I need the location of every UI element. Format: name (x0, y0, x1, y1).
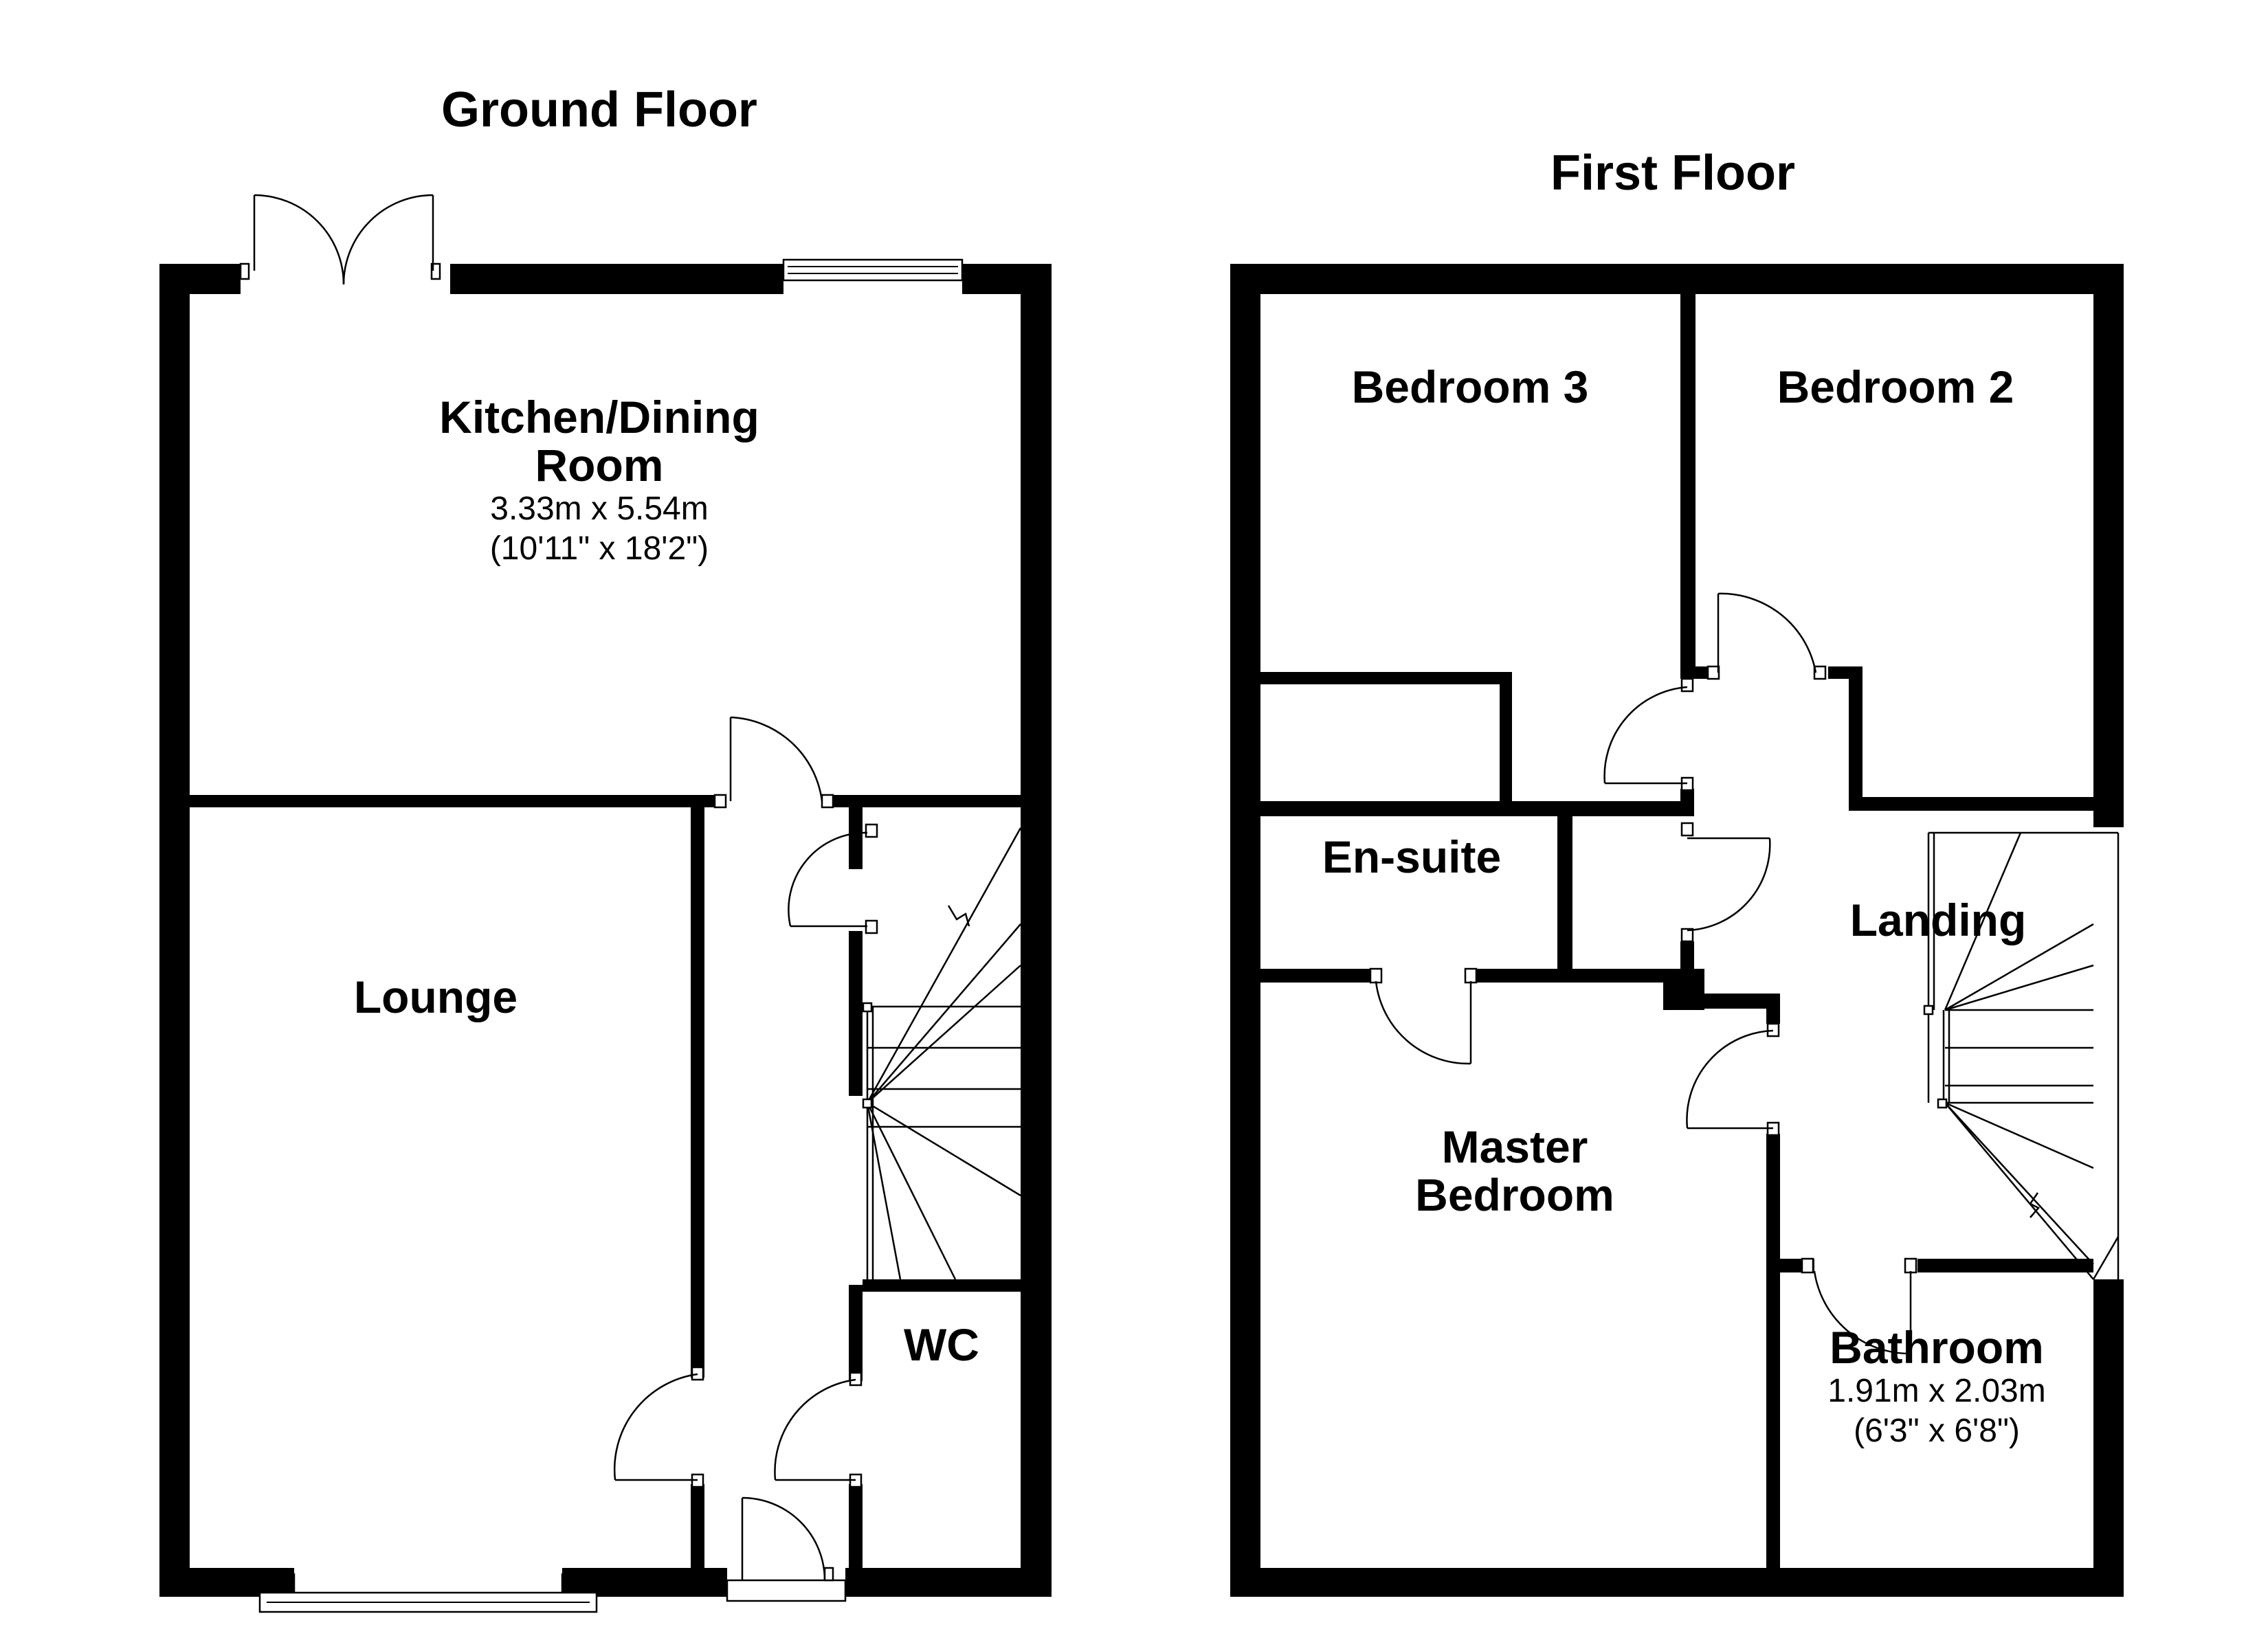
front-door (726, 1496, 847, 1602)
ground-floor-walls (159, 264, 1052, 1597)
door-landing-cupboard (1680, 822, 1771, 943)
french-doors (239, 194, 441, 285)
door-lounge (613, 1366, 704, 1488)
wc-label: WC (904, 1319, 979, 1370)
ground-floor-title: Ground Floor (441, 82, 757, 137)
door-understairs (788, 823, 878, 934)
first-floor-stairs (1923, 831, 2120, 1280)
svg-text:(6'3" x 6'8"): (6'3" x 6'8") (1854, 1413, 2020, 1449)
lounge-bay-window (258, 1573, 598, 1613)
ground-floor-stairs (862, 827, 1045, 1280)
svg-text:Bedroom: Bedroom (1415, 1169, 1614, 1220)
door-bedroom2 (1706, 592, 1827, 680)
svg-text:Master: Master (1442, 1121, 1588, 1172)
lounge-label: Lounge (354, 972, 518, 1022)
first-floor-title: First Floor (1550, 146, 1795, 201)
door-master-bedroom (1686, 1022, 1780, 1136)
ensuite-label: En-suite (1322, 831, 1501, 882)
svg-text:Bathroom: Bathroom (1830, 1322, 2044, 1373)
door-bedroom3 (1603, 677, 1694, 792)
ground-floor-plan: Ground Floor (159, 82, 1052, 1613)
svg-text:3.33m x 5.54m: 3.33m x 5.54m (490, 491, 708, 527)
door-kitchen-hall (713, 716, 834, 809)
svg-text:Room: Room (535, 440, 664, 491)
svg-text:1.91m x 2.03m: 1.91m x 2.03m (1827, 1373, 2045, 1409)
door-wc (774, 1371, 863, 1488)
landing-label: Landing (1850, 895, 2027, 945)
first-floor-walls (1230, 264, 2124, 1597)
bedroom2-label: Bedroom 2 (1777, 361, 2014, 412)
bathroom-label: Bathroom 1.91m x 2.03m (6'3" x 6'8") (1827, 1322, 2045, 1449)
kitchen-dining-label: Kitchen/Dining Room 3.33m x 5.54m (10'11… (439, 392, 759, 567)
svg-text:(10'11" x 18'2"): (10'11" x 18'2") (490, 530, 709, 567)
bedroom3-label: Bedroom 3 (1352, 361, 1589, 412)
first-floor-plan: First Floor (1230, 146, 2124, 1597)
svg-text:Kitchen/Dining: Kitchen/Dining (439, 392, 759, 442)
door-bathroom (1801, 1257, 1917, 1355)
kitchen-window (782, 258, 964, 282)
master-bedroom-label: Master Bedroom (1415, 1121, 1614, 1220)
door-ensuite (1369, 967, 1478, 1065)
